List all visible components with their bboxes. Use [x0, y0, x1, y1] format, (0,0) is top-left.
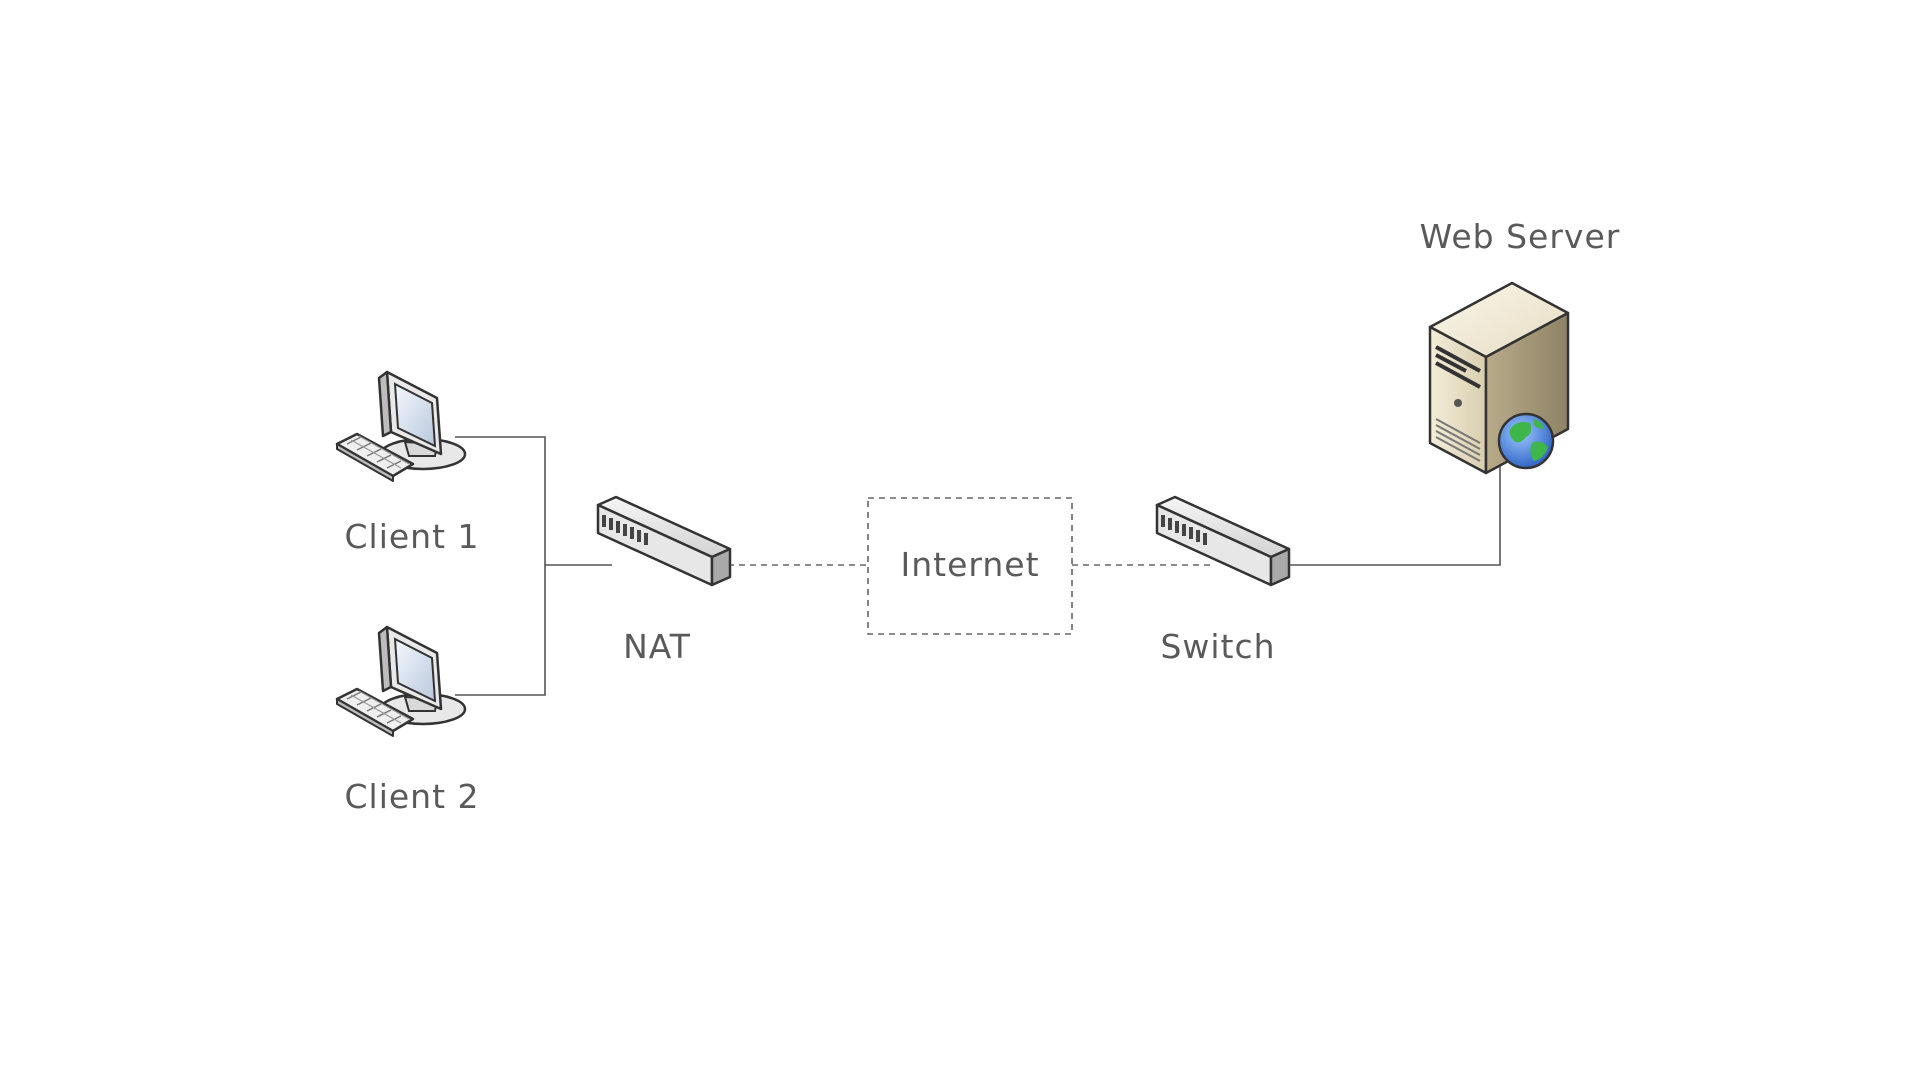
nat-label: NAT — [623, 627, 691, 666]
link-client1-nat — [455, 436, 546, 565]
client2-icon — [335, 625, 467, 738]
client1-icon — [335, 370, 467, 483]
client2-label: Client 2 — [344, 777, 480, 816]
internet-box — [867, 497, 1073, 635]
link-switch-server — [1282, 465, 1501, 566]
switch-icon — [1155, 495, 1291, 587]
link-client2-nat — [455, 565, 546, 696]
switch-label: Switch — [1160, 627, 1276, 666]
web-server-label: Web Server — [1419, 217, 1621, 256]
connections — [455, 436, 1501, 696]
nat-icon — [596, 495, 732, 587]
web-server-icon — [1428, 281, 1570, 475]
client1-label: Client 1 — [344, 517, 480, 556]
internet-label: Internet — [900, 545, 1040, 584]
globe-icon — [1497, 412, 1555, 470]
